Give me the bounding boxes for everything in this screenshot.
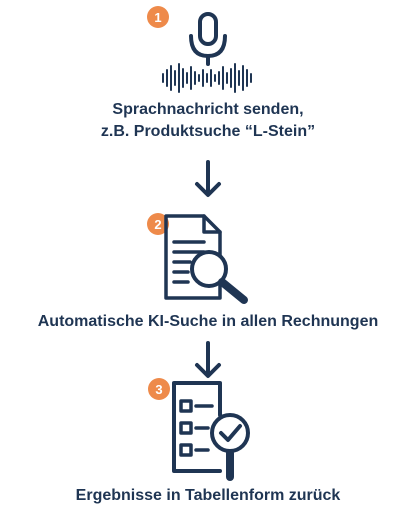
step-2-badge: 2 [147,213,169,235]
step-2-caption: Automatische KI-Suche in allen Rechnunge… [37,313,379,330]
step-3-caption: Ergebnisse in Tabellenform zurück [75,487,341,504]
checklist-check-icon [172,381,250,481]
step-1-caption: Sprachnachricht senden, z.B. Produktsuch… [0,99,416,143]
arrow-down-icon [195,341,221,378]
microphone-soundwave-icon [162,12,252,93]
arrow-down-icon [195,160,221,197]
document-search-icon [164,214,248,304]
step-1-caption-line-2: z.B. Produktsuche “L-Stein” [100,123,316,140]
step-1-caption-line-1: Sprachnachricht senden, [112,101,304,118]
step-1-badge: 1 [147,6,169,28]
step-3-badge: 3 [148,378,170,400]
